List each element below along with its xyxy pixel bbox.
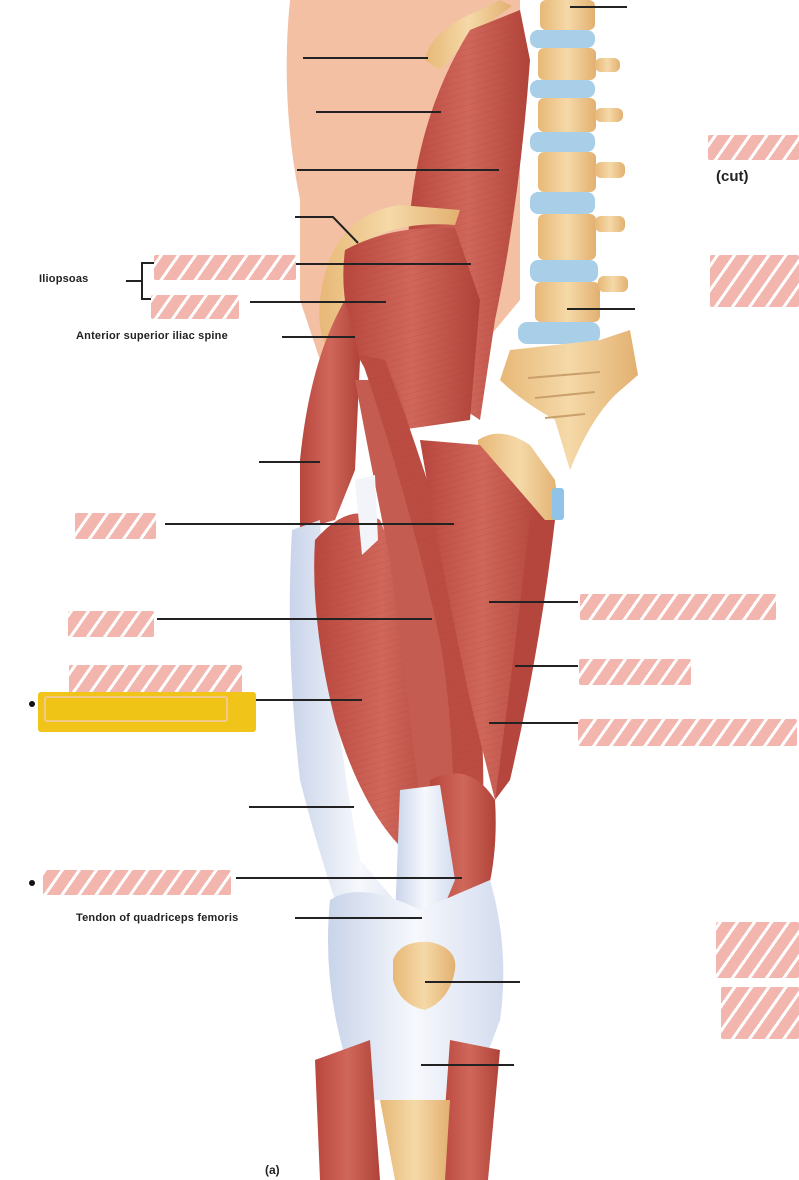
redacted-label-left-620[interactable]: [68, 611, 154, 637]
panel-label: (a): [265, 1163, 280, 1177]
redacted-label-right-730[interactable]: [578, 719, 797, 746]
bullet-marker: [29, 880, 35, 886]
label-iliopsoas: Iliopsoas: [39, 273, 89, 285]
lumbar-spine: [500, 0, 638, 470]
leader-lines: [126, 6, 635, 1066]
redacted-label-right-1010[interactable]: [721, 987, 799, 1039]
redacted-label-left-520[interactable]: [75, 513, 156, 539]
answer-drop-box[interactable]: [38, 692, 256, 732]
redacted-label-iliopsoas-upper[interactable]: [154, 255, 296, 280]
redacted-label-right-cut[interactable]: [708, 135, 799, 160]
answer-drop-box-inner: [44, 696, 228, 722]
redacted-label-left-678[interactable]: [69, 665, 242, 693]
bullet-marker: [29, 701, 35, 707]
redacted-label-left-880[interactable]: [43, 870, 231, 895]
label-cut: (cut): [716, 168, 749, 185]
redacted-label-right-605[interactable]: [580, 594, 776, 620]
label-tendon-quadriceps-femoris: Tendon of quadriceps femoris: [76, 912, 239, 924]
redacted-label-right-280[interactable]: [710, 255, 799, 307]
label-anterior-superior-iliac-spine: Anterior superior iliac spine: [76, 330, 228, 342]
redacted-label-iliopsoas-lower[interactable]: [151, 295, 239, 319]
redacted-label-right-670[interactable]: [579, 659, 691, 685]
redacted-label-right-945[interactable]: [716, 922, 799, 978]
